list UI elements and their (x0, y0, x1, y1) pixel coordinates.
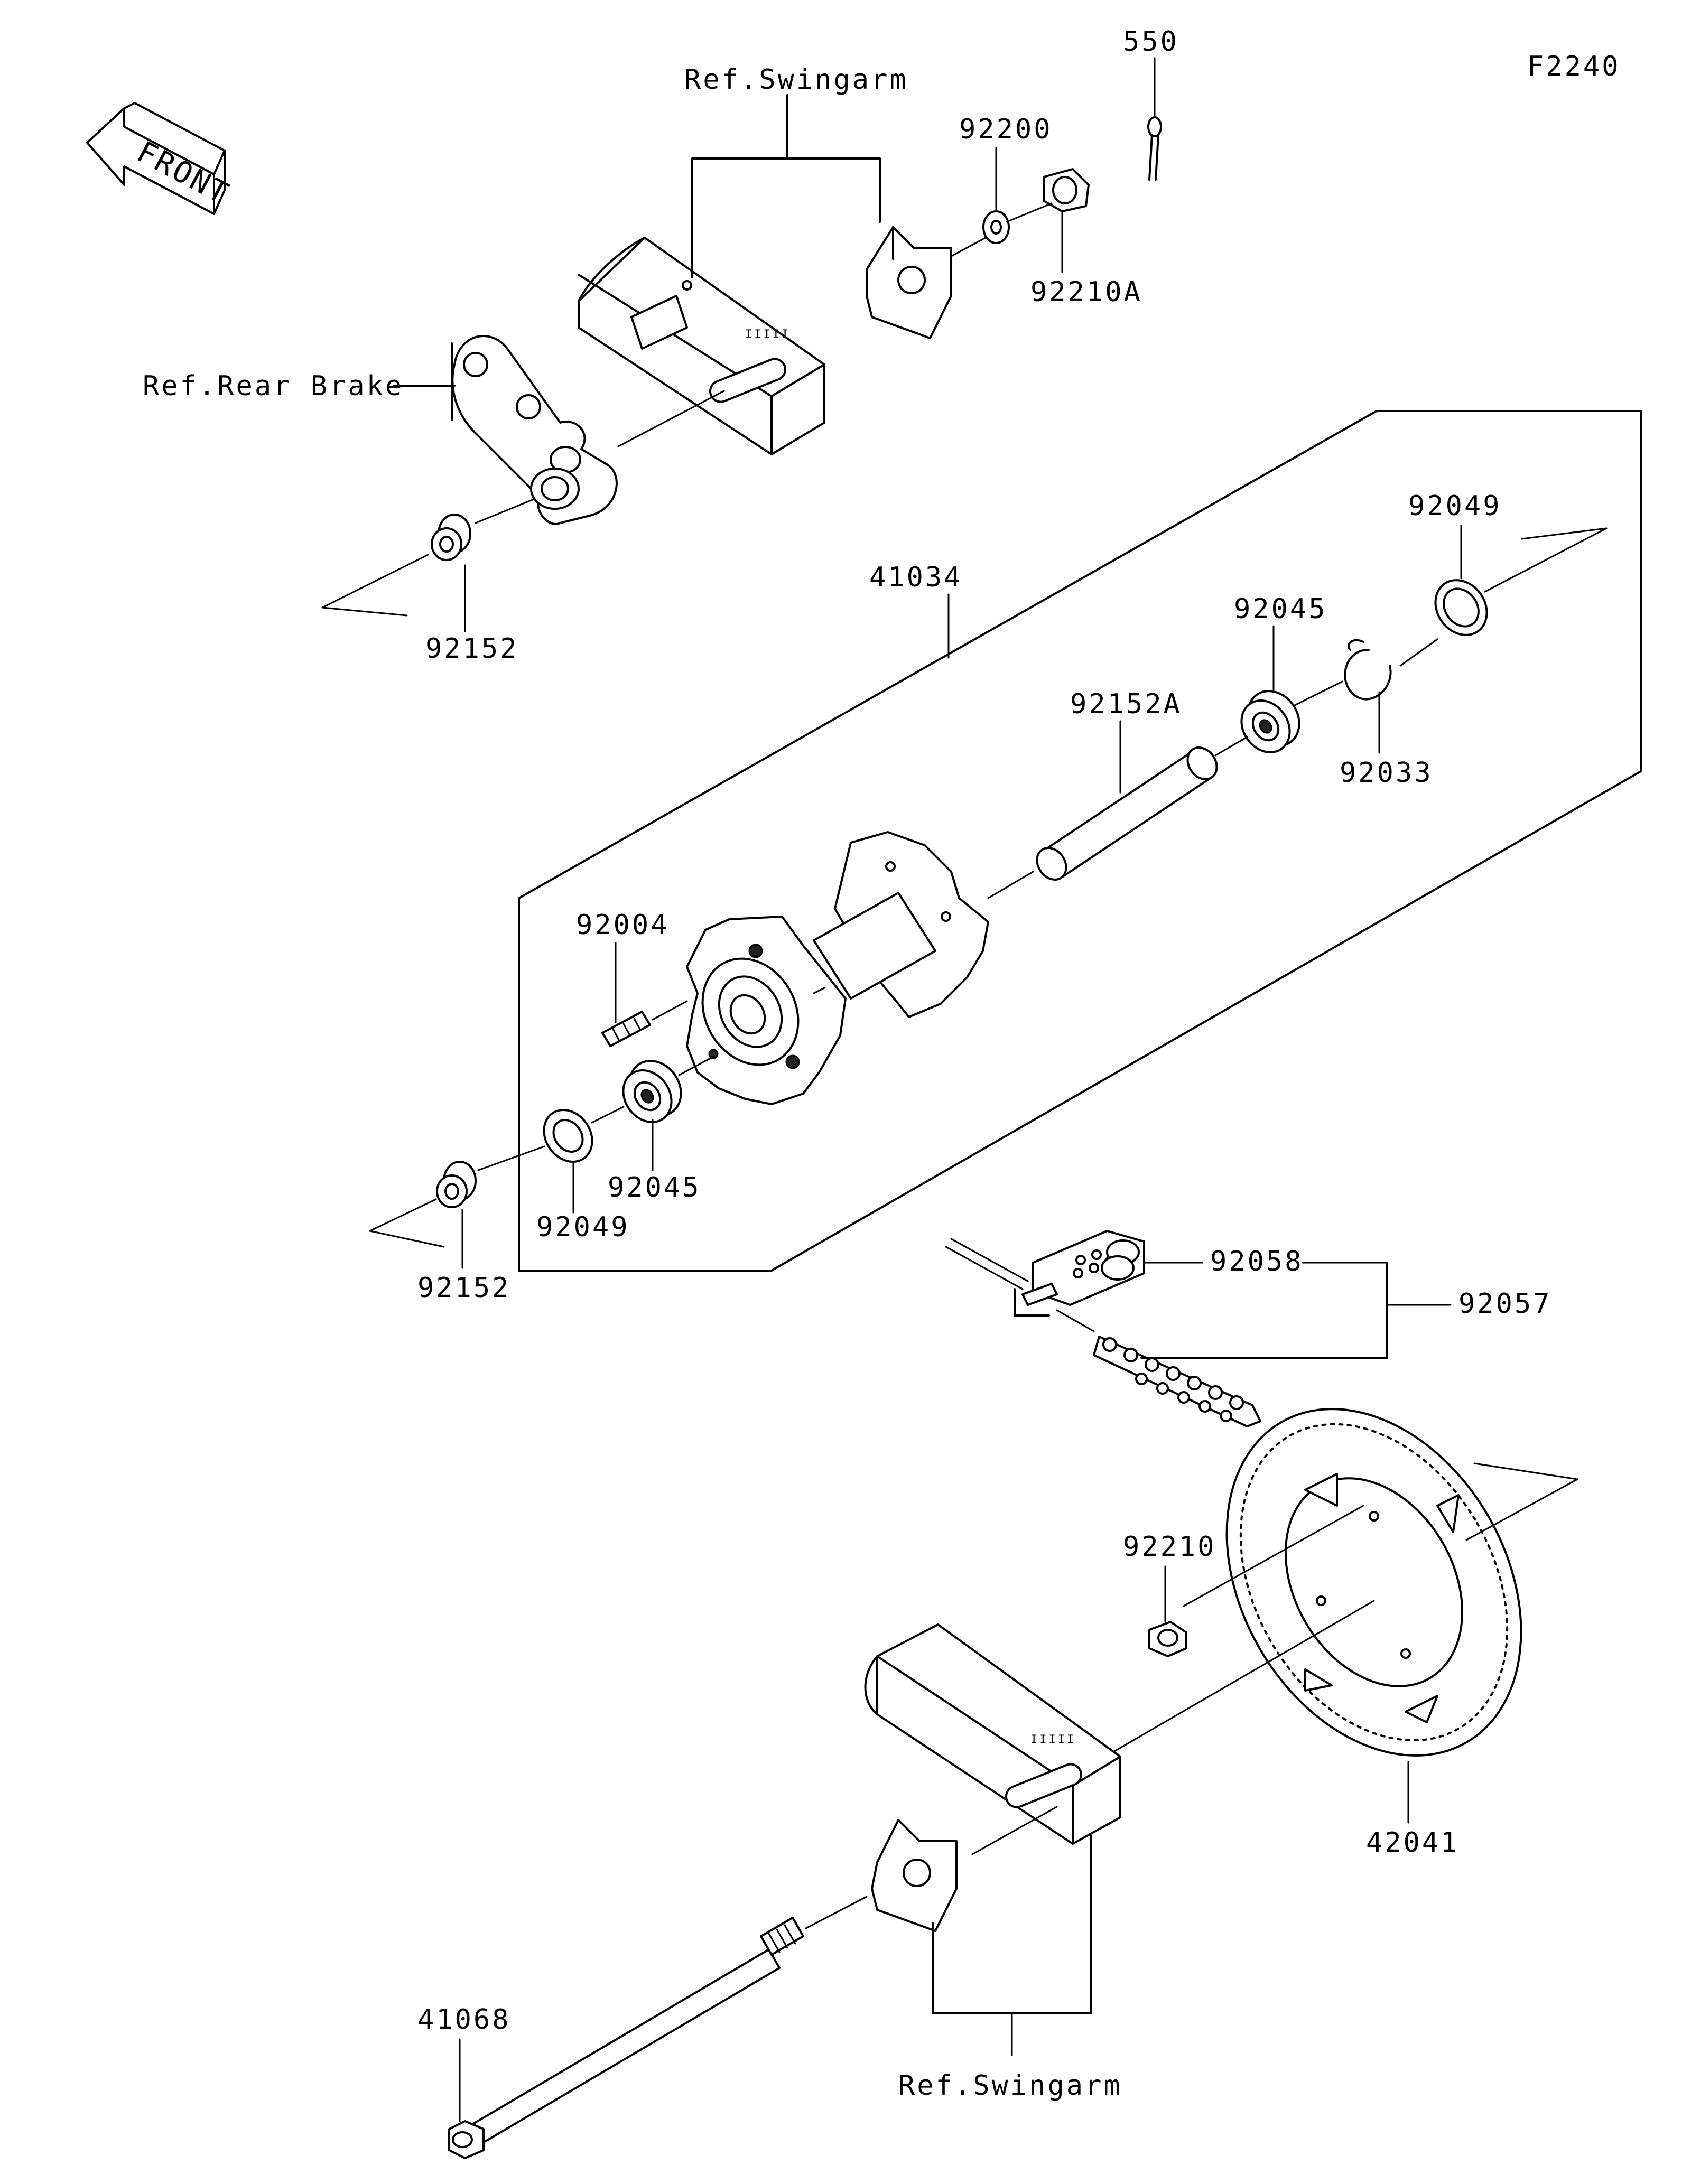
label-41068: 41068 (417, 2004, 511, 2036)
label-92004: 92004 (576, 909, 670, 941)
oil-seal-92049-right (1434, 579, 1488, 636)
rear-axle-41068 (448, 1917, 804, 2159)
castle-nut-92210a (1043, 168, 1090, 212)
label-42041: 42041 (1366, 1827, 1460, 1859)
swingarm-right-reference: IIIII (864, 1623, 1121, 1845)
washer-92200 (982, 210, 1010, 244)
stud-bolt-92004 (601, 1011, 651, 1047)
oil-seal-92049-left (543, 1109, 593, 1163)
rear-wheel-hub (686, 831, 989, 1105)
cotter-pin-550 (1147, 116, 1162, 181)
front-label: FRONT (131, 135, 235, 212)
rear-sprocket-42041 (1225, 1408, 1522, 1757)
svg-text:IIIII: IIIII (1030, 1733, 1076, 1747)
swingarm-left-reference: IIIII (578, 237, 825, 455)
rear-brake-bracket-reference (451, 335, 618, 525)
label-92057: 92057 (1458, 1288, 1552, 1320)
ref-rear-brake-label: Ref.Rear Brake (143, 370, 404, 402)
master-link-92058 (1014, 1230, 1145, 1317)
label-92058: 92058 (1210, 1246, 1304, 1277)
label-92200: 92200 (959, 114, 1053, 145)
chain-adjuster-top (866, 226, 952, 339)
ref-swingarm-top-label: Ref.Swingarm (684, 64, 908, 96)
svg-text:IIIII: IIIII (745, 328, 791, 341)
flange-nut-92210 (1148, 1621, 1187, 1657)
label-92033: 92033 (1340, 757, 1433, 789)
label-92045-right: 92045 (1234, 593, 1327, 625)
drive-chain-92057 (1093, 1336, 1261, 1427)
label-92049-right: 92049 (1408, 490, 1502, 522)
label-92049-left: 92049 (536, 1211, 630, 1243)
label-41034: 41034 (869, 562, 963, 593)
label-92210: 92210 (1123, 1531, 1216, 1563)
front-direction-arrow-icon: FRONT (86, 102, 235, 215)
ref-swingarm-bottom-label: Ref.Swingarm (898, 2070, 1122, 2102)
label-92152a: 92152A (1070, 688, 1182, 720)
bearing-92045-left (622, 1060, 682, 1123)
label-92045-left: 92045 (608, 1172, 701, 1203)
chain-adjuster-bottom (871, 1819, 958, 1932)
figure-code: F2240 (1527, 51, 1621, 82)
collar-92152a (1036, 746, 1218, 881)
hub-assembly-boundary (518, 410, 1642, 1272)
collar-92152-top (431, 514, 471, 561)
collar-92152-bottom (436, 1161, 477, 1208)
label-92152-top: 92152 (425, 633, 519, 665)
bearing-92045-right (1240, 690, 1300, 753)
label-92210a: 92210A (1030, 276, 1142, 308)
label-92152-bottom: 92152 (417, 1272, 511, 1304)
circlip-92033 (1344, 639, 1392, 701)
label-550: 550 (1123, 26, 1179, 58)
